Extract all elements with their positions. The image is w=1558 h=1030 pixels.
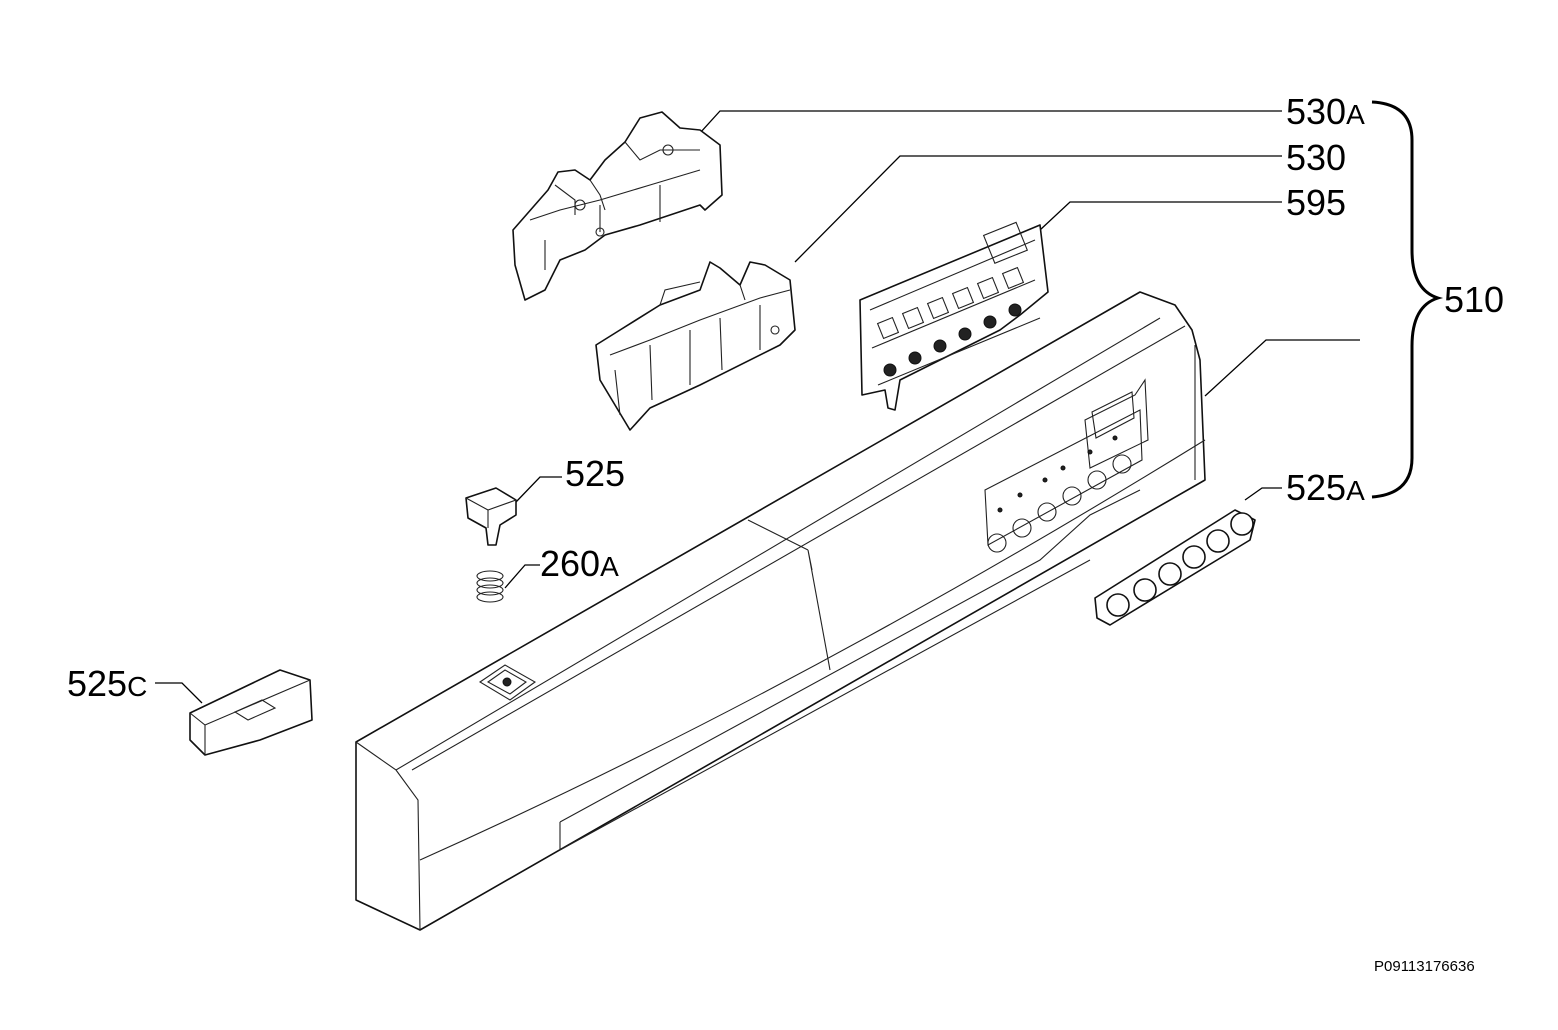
label-530A: 530A: [1286, 91, 1365, 132]
label-260A: 260A: [540, 543, 619, 584]
label-525: 525: [565, 453, 625, 494]
part-525C-tray: [189, 669, 313, 756]
group-brace: [1371, 100, 1444, 499]
button-panel: [984, 409, 1143, 553]
part-labels: 530A 530 595 510 525 260A 525A 525C: [67, 91, 1504, 704]
part-530-holder: [595, 261, 796, 431]
leader-lines: [155, 110, 1360, 704]
label-530: 530: [1286, 137, 1346, 178]
display-window: [1084, 378, 1149, 469]
document-code: P09113176636: [1374, 958, 1475, 975]
part-525A-button-strip: [1094, 509, 1256, 626]
part-530A-holder: [512, 111, 723, 301]
part-525-button-cap: [465, 487, 517, 546]
detergent-slot: [478, 664, 537, 701]
part-260A-spring: [476, 570, 504, 603]
part-595-board: [859, 221, 1049, 411]
label-525A: 525A: [1286, 467, 1365, 508]
label-525C: 525C: [67, 663, 147, 704]
part-510-control-panel: [355, 291, 1206, 931]
label-595: 595: [1286, 182, 1346, 223]
label-510: 510: [1444, 279, 1504, 320]
board-switch-slots: [876, 266, 1025, 340]
board-components: [883, 303, 1022, 377]
